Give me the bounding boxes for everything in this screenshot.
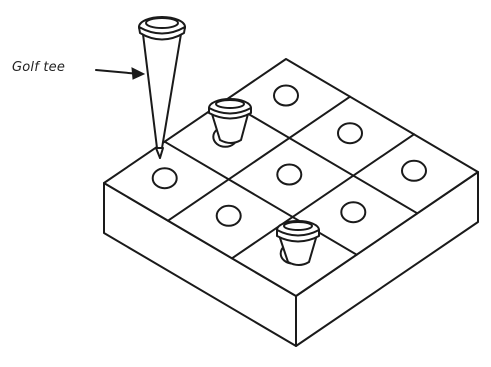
hole-r0-c2 — [273, 84, 299, 107]
hole-r2-c1 — [340, 201, 367, 224]
board-grid-lines — [163, 95, 419, 260]
hole-r2-c2 — [401, 159, 427, 182]
hole-r0-c0 — [151, 167, 178, 190]
golf-tee-callout-label: Golf tee — [12, 60, 66, 75]
golf-tee-inserted-icon — [276, 220, 320, 266]
hole-r1-c1 — [276, 163, 303, 186]
hole-r1-c2 — [337, 122, 363, 145]
golf-tee-upright-icon — [138, 16, 186, 159]
callout-arrow — [95, 67, 146, 80]
hole-r1-c0 — [215, 204, 242, 227]
golf-tee-inserted-icon — [208, 98, 252, 144]
